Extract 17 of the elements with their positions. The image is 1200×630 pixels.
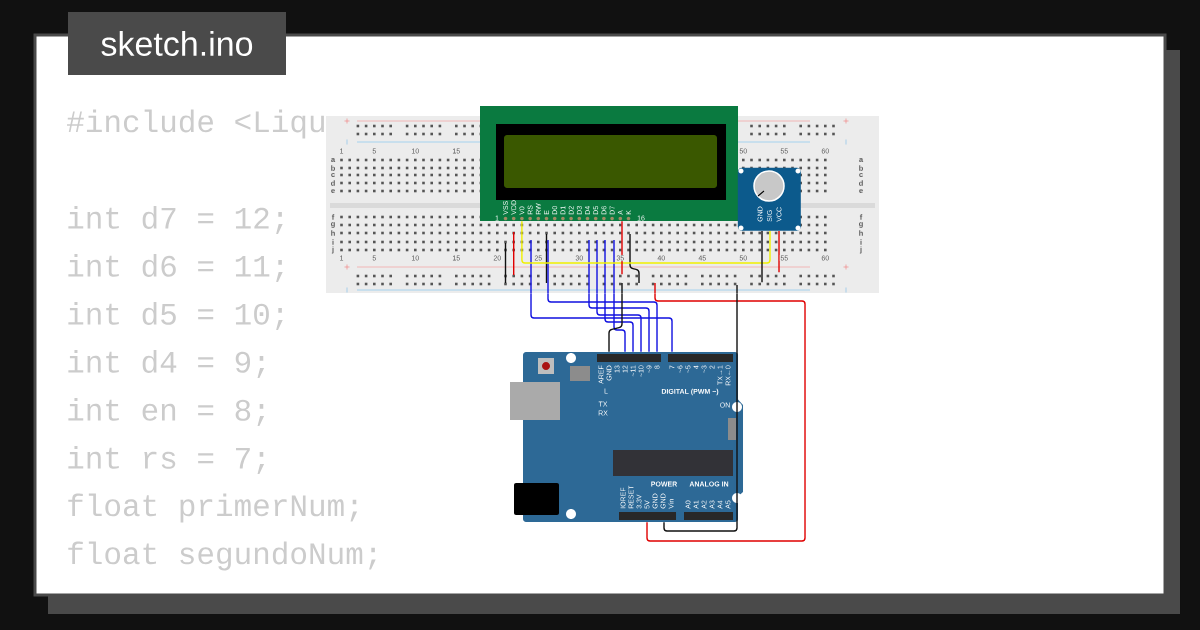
wire: [613, 292, 626, 353]
wire: [547, 292, 658, 353]
wire: [588, 292, 650, 353]
wire: [761, 230, 763, 283]
wire: [596, 292, 642, 353]
wire: [621, 220, 623, 275]
wire: [608, 292, 623, 353]
lcd-display-drawing: [480, 106, 738, 221]
wire: [778, 230, 780, 273]
microcontroller-board-drawing: [510, 352, 743, 522]
wire: [663, 292, 738, 532]
wire: [530, 292, 673, 353]
wire: [604, 292, 634, 353]
wire: [521, 220, 771, 264]
potentiometer-drawing: [737, 167, 801, 231]
wire: [646, 292, 806, 542]
file-tab: sketch.ino: [68, 12, 286, 75]
